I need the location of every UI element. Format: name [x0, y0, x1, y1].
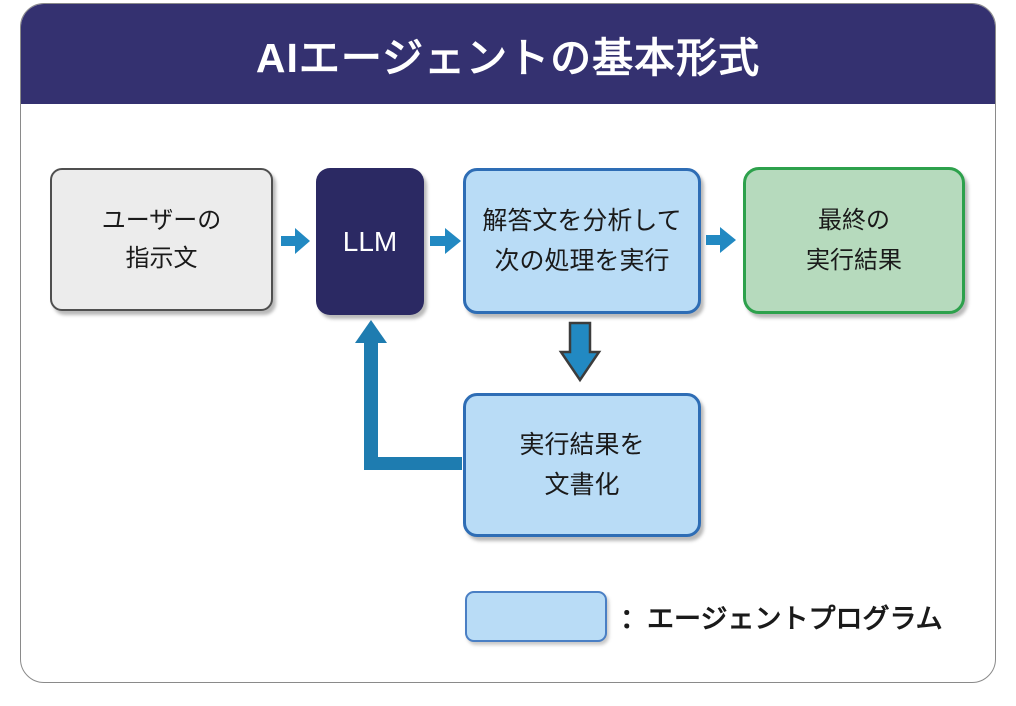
node-document-result: 実行結果を 文書化: [463, 393, 701, 537]
page-title: AIエージェントの基本形式: [255, 34, 761, 81]
node-final-result: 最終の 実行結果: [743, 167, 965, 314]
node-analyze-line1: 解答文を分析して: [482, 207, 682, 235]
diagram-panel: AIエージェントの基本形式: [20, 3, 996, 683]
legend: ：エージェントプログラム: [465, 591, 943, 642]
node-user-instruction: ユーザーの 指示文: [50, 168, 273, 311]
legend-agent-program-label: ：エージェントプログラム: [620, 604, 943, 634]
node-analyze-line2: 次の処理を実行: [494, 247, 670, 275]
node-user-instruction-line2: 指示文: [125, 244, 198, 272]
node-final-line2: 実行結果: [806, 246, 902, 274]
legend-agent-program-swatch: [465, 591, 607, 642]
node-analyze-response: 解答文を分析して 次の処理を実行: [463, 168, 701, 314]
node-final-line1: 最終の: [818, 206, 890, 234]
node-llm: LLM: [316, 168, 424, 315]
diagram-header: AIエージェントの基本形式: [21, 4, 995, 104]
node-document-line1: 実行結果を: [519, 431, 645, 459]
node-llm-label: LLM: [342, 225, 398, 257]
node-user-instruction-line1: ユーザーの: [101, 206, 222, 234]
node-document-line2: 文書化: [544, 471, 620, 499]
